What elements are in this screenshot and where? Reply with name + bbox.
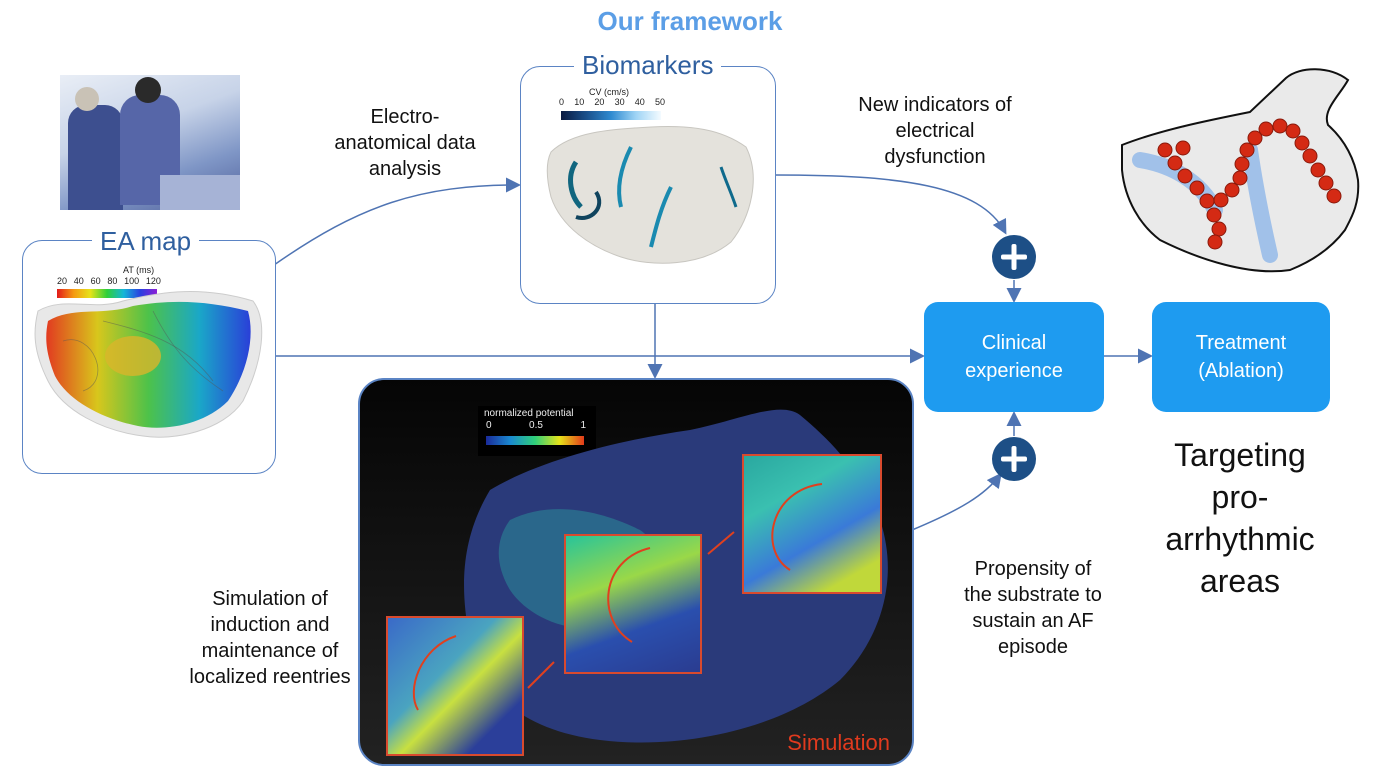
plus-icon: [992, 437, 1036, 481]
plus-icon: [992, 235, 1036, 279]
ea-tick: 60: [90, 276, 101, 286]
cv-colorbar: [561, 111, 661, 120]
clinical-experience-box: Clinical experience: [924, 302, 1104, 412]
clinical-procedure-photo: [60, 75, 240, 210]
ea-tick: 40: [73, 276, 84, 286]
framework-title: Our framework: [597, 6, 783, 36]
ea-colorbar: [57, 289, 157, 298]
reentry-inset-1: [386, 616, 524, 756]
ea-map-title: EA map: [92, 226, 200, 257]
potential-tick: 0: [486, 420, 492, 431]
reentry-inset-2: [564, 534, 702, 674]
reentry-arrows: [412, 483, 823, 711]
cv-tick: 50: [654, 97, 665, 107]
cv-colorbar-ticks: 0 10 20 30 40 50: [559, 97, 665, 107]
cv-tick: 20: [594, 97, 605, 107]
treatment-box: Treatment (Ablation): [1152, 302, 1330, 412]
ea-tick: 80: [107, 276, 118, 286]
biomarkers-panel: CV (cm/s) 0 10 20 30 40 50: [520, 66, 776, 304]
simulation-title: Simulation: [787, 730, 890, 755]
ea-heart-map: [34, 291, 263, 438]
ea-colorbar-ticks: 20 40 60 80 100 120: [57, 276, 161, 286]
biomarker-heart-map: [546, 126, 754, 264]
potential-colorbar: [486, 436, 584, 445]
ea-colorbar-title: AT (ms): [123, 265, 155, 275]
cv-colorbar-title: CV (cm/s): [589, 87, 629, 97]
reentry-inset-3: [742, 454, 882, 594]
targeting-label: Targeting pro-arrhythmic areas: [1165, 437, 1315, 599]
propensity-label: Propensity of the substrate to sustain a…: [964, 558, 1102, 658]
ea-map-panel: AT (ms) 20 40 60 80 100 120: [22, 240, 276, 474]
biomarkers-title: Biomarkers: [574, 50, 722, 81]
new-indicators-label: New indicators of electrical dysfunction: [858, 94, 1012, 168]
simulation-colorbar-box: normalized potential 0 0.5 1: [478, 406, 596, 456]
ea-tick: 20: [57, 276, 68, 286]
simulation-panel: normalized potential 0 0.5 1 Simulation: [358, 378, 914, 766]
cv-tick: 30: [614, 97, 625, 107]
cv-tick: 40: [634, 97, 645, 107]
cv-tick: 0: [559, 97, 565, 107]
simulation-description-label: Simulation of induction and maintenance …: [189, 588, 351, 688]
ea-tick: 120: [145, 276, 161, 286]
ea-tick: 100: [124, 276, 140, 286]
potential-tick: 0.5: [529, 420, 543, 431]
potential-colorbar-title: normalized potential: [484, 408, 574, 419]
potential-tick: 1: [580, 420, 586, 431]
potential-colorbar-ticks: 0 0.5 1: [486, 420, 586, 431]
ea-analysis-label: Electro- anatomical data analysis: [334, 106, 476, 180]
cv-tick: 10: [574, 97, 585, 107]
